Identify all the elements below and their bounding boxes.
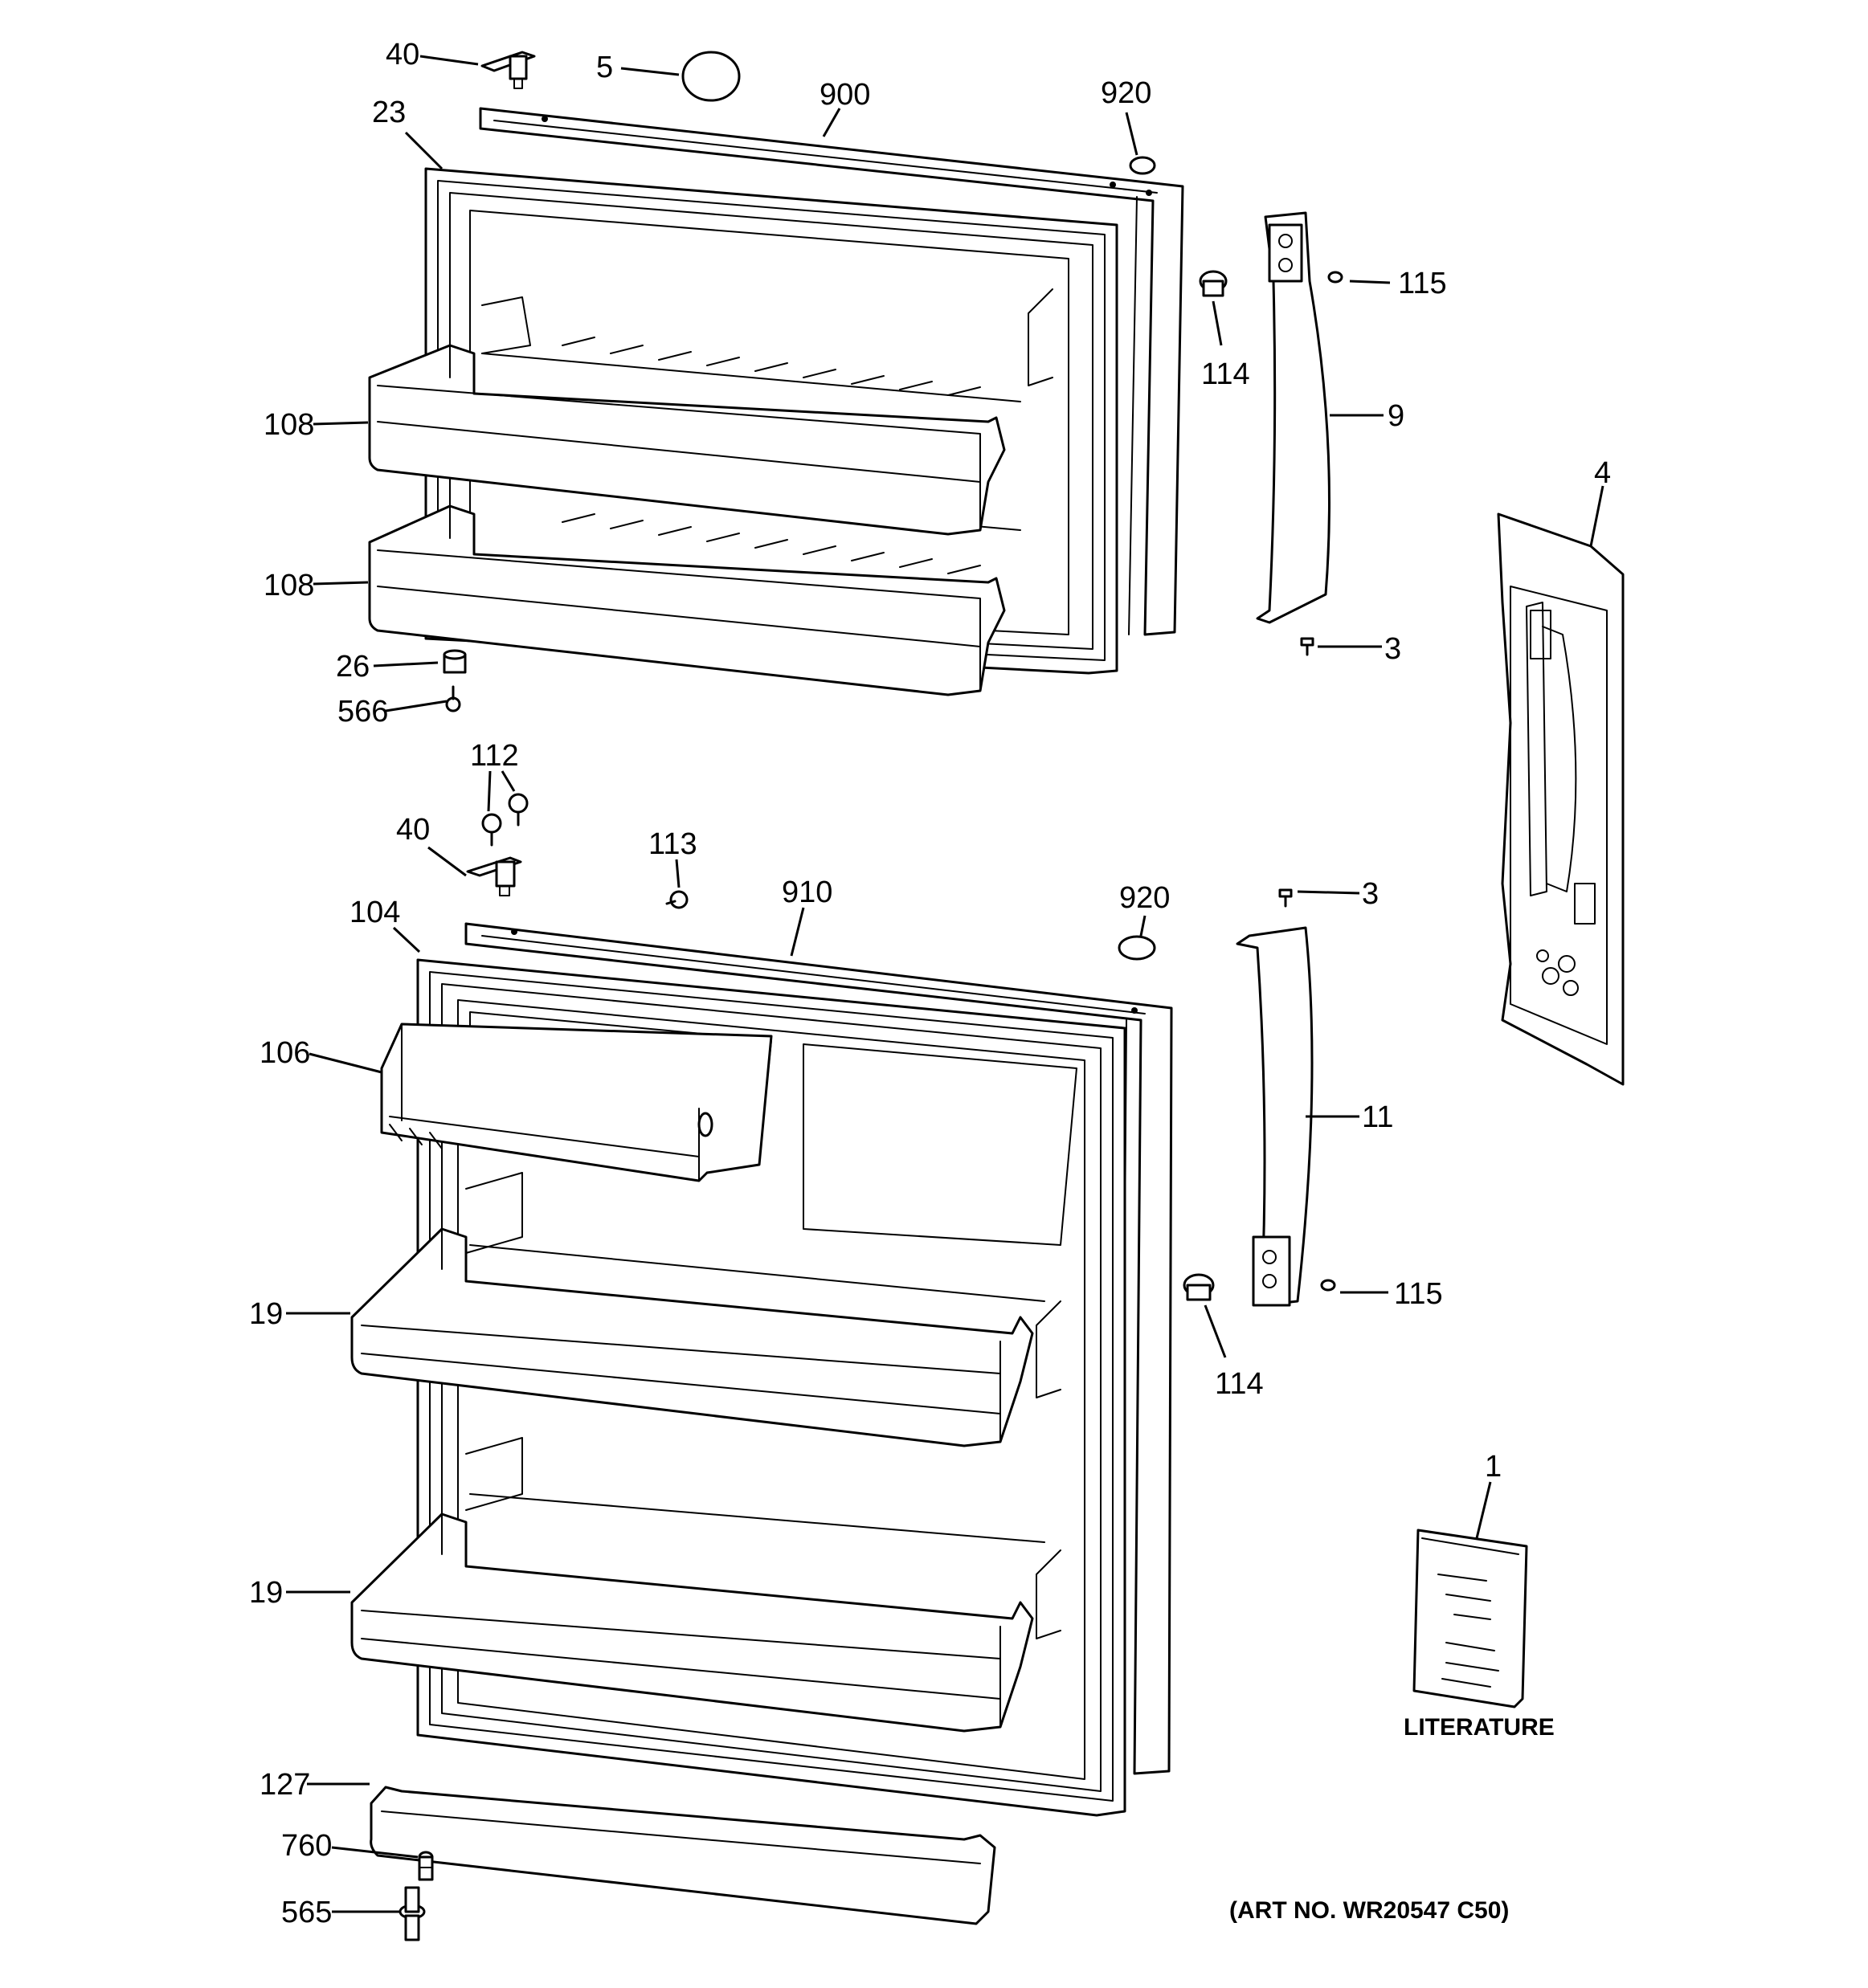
callout-19-lower: 19 [249, 1576, 283, 1610]
callout-900: 900 [820, 78, 870, 112]
callout-920-upper: 920 [1101, 76, 1151, 110]
callout-114-upper: 114 [1201, 357, 1250, 391]
callout-566: 566 [337, 695, 388, 729]
callout-113: 113 [648, 827, 697, 861]
art-number: (ART NO. WR20547 C50) [1229, 1897, 1509, 1924]
part-920-plug-upper [1129, 156, 1156, 175]
freezer-door-shelf-upper [368, 344, 1006, 536]
part-114-stop-lower [1183, 1273, 1215, 1301]
callout-104: 104 [349, 896, 400, 929]
callout-910: 910 [782, 876, 832, 909]
part-40-hinge-cover-lower [466, 856, 522, 896]
part-9-freezer-handle [1256, 211, 1330, 624]
callout-108-lower: 108 [264, 569, 314, 602]
freezer-door-shelf-lower [368, 504, 1006, 696]
part-127-bottom-trim [370, 1786, 996, 1925]
callout-19-upper: 19 [249, 1297, 283, 1331]
part-5-plug-button [681, 51, 741, 102]
fresh-food-door-shelf-upper [350, 1227, 1034, 1447]
part-566-screw [445, 685, 461, 712]
freezer-door-outer-panel [479, 107, 1184, 636]
callout-114-lower: 114 [1215, 1367, 1264, 1401]
callout-127: 127 [260, 1768, 310, 1802]
callout-760: 760 [281, 1829, 332, 1863]
callout-40-upper: 40 [386, 38, 419, 71]
fresh-food-door-liner [457, 999, 1085, 1780]
callout-3-lower: 3 [1362, 877, 1379, 911]
part-113-screw [665, 890, 689, 909]
callout-115-upper: 115 [1398, 267, 1447, 300]
part-40-hinge-cover-upper [480, 51, 536, 89]
part-115-screw-lower [1320, 1279, 1336, 1292]
callout-112: 112 [470, 739, 519, 773]
callout-5: 5 [596, 51, 613, 84]
callout-labels: 40 5 900 920 23 115 114 9 108 108 4 3 26… [249, 38, 1611, 1929]
callout-23: 23 [372, 96, 406, 129]
callout-115-lower: 115 [1394, 1277, 1443, 1311]
callout-108-upper: 108 [264, 408, 314, 442]
part-920-plug-lower [1118, 935, 1156, 961]
part-114-stop-upper [1199, 270, 1228, 297]
part-115-screw-upper [1327, 271, 1343, 284]
part-1-literature-booklet [1412, 1529, 1528, 1708]
part-26-bushing [443, 649, 467, 674]
callout-920-lower: 920 [1119, 881, 1170, 915]
part-3-screw-lower [1278, 888, 1293, 908]
part-106-dairy-compartment [380, 1023, 773, 1182]
callout-565: 565 [281, 1896, 332, 1929]
part-760-screw [418, 1851, 434, 1881]
callout-11: 11 [1362, 1100, 1393, 1134]
part-4-handle-kit-package [1497, 512, 1625, 1086]
fresh-food-door-shelf-lower [350, 1512, 1034, 1733]
callout-40-lower: 40 [396, 813, 430, 847]
callout-3-upper: 3 [1384, 632, 1401, 666]
part-565-screw [399, 1886, 426, 1941]
callout-9: 9 [1388, 399, 1404, 433]
callout-106: 106 [260, 1036, 310, 1070]
freezer-liner-ribs [562, 337, 981, 574]
part-3-screw-upper [1300, 637, 1314, 656]
leader-lines [286, 55, 1604, 1913]
callout-26: 26 [336, 650, 370, 684]
literature-label: LITERATURE [1404, 1714, 1555, 1741]
part-11-fresh-food-handle [1236, 926, 1314, 1307]
part-112-screws [481, 793, 529, 847]
callout-4: 4 [1594, 456, 1611, 490]
callout-1: 1 [1485, 1450, 1502, 1484]
